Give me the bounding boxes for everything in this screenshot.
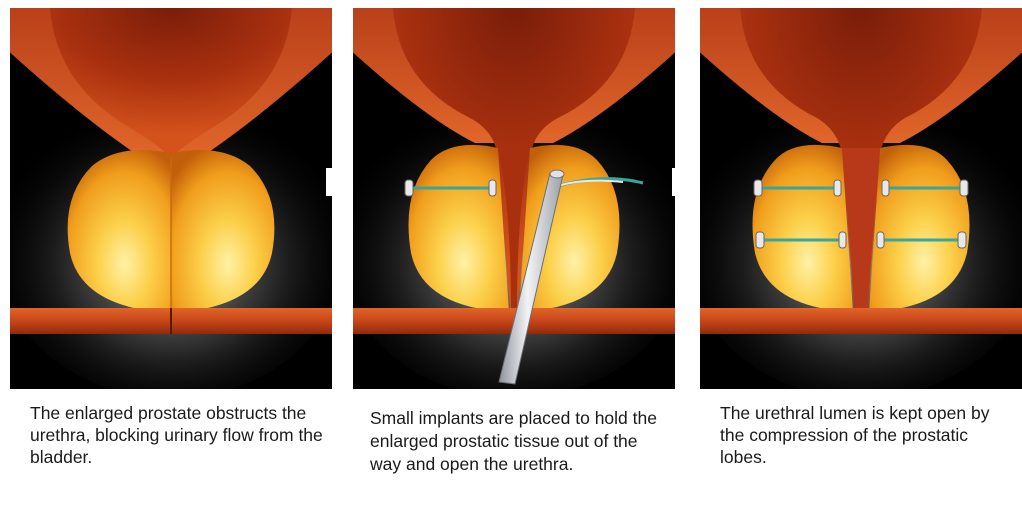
caption-open-urethra: The urethral lumen is kept open by the c…: [720, 402, 1010, 468]
implant-anchor: [756, 232, 764, 248]
implant-anchor: [882, 180, 889, 196]
enlarged-prostate-illustration: [10, 8, 332, 389]
implant-anchor: [839, 232, 846, 248]
implant-placement-illustration: [353, 8, 675, 389]
implant-anchor: [958, 232, 966, 248]
panel-implant-placement: [353, 8, 675, 389]
implant-anchor: [960, 180, 968, 196]
urethra-channel: [700, 308, 1022, 334]
implant-anchor: [834, 180, 841, 196]
caption-enlarged-prostate: The enlarged prostate obstructs the uret…: [30, 402, 330, 468]
implant-anchor: [877, 232, 884, 248]
open-urethra-illustration: [700, 8, 1022, 389]
caption-implant-placement: Small implants are placed to hold the en…: [370, 407, 670, 476]
implant-anchor: [754, 180, 762, 196]
panel-enlarged-prostate: [10, 8, 332, 389]
panel-open-urethra: [700, 8, 1022, 389]
